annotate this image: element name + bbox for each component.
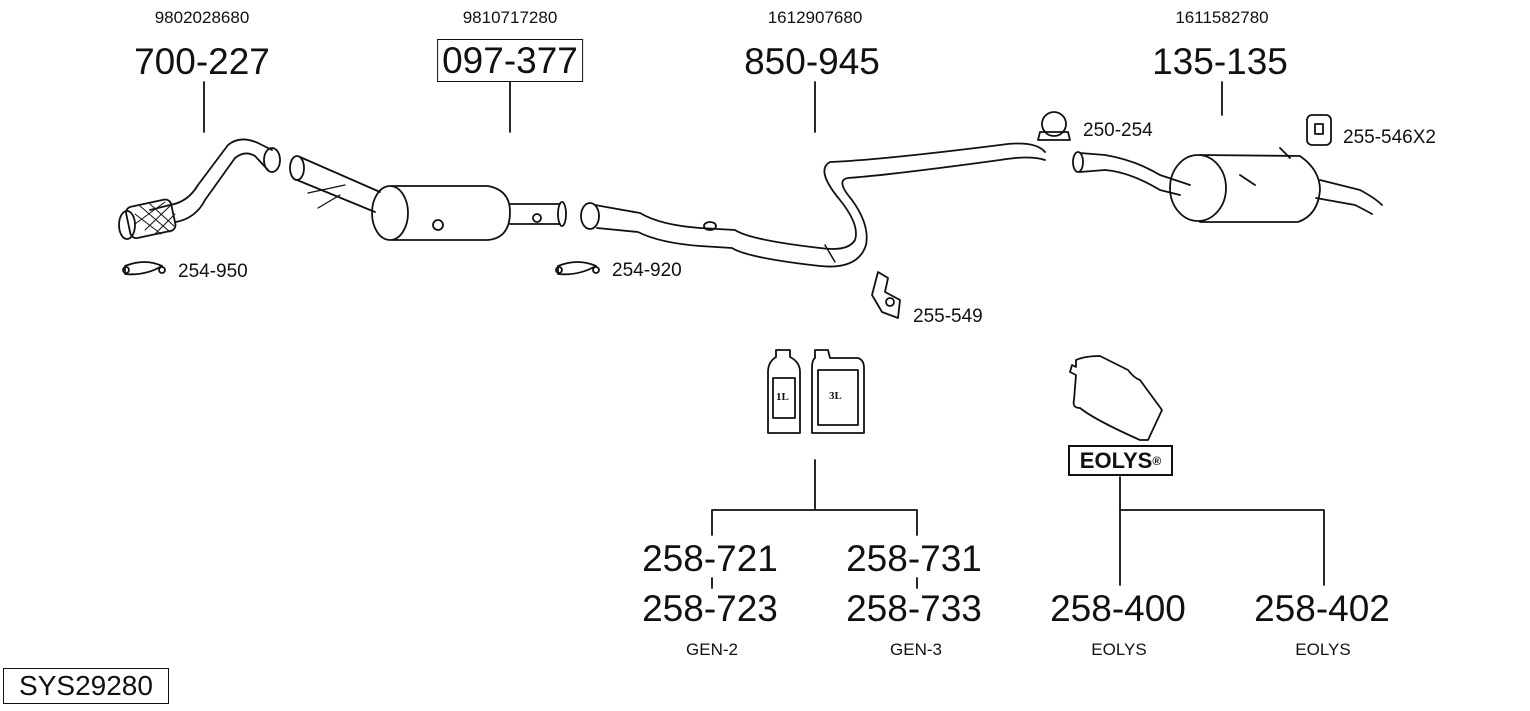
hanger-255-549-icon <box>871 271 901 319</box>
fluid-label-gen3: GEN-3 <box>890 640 942 659</box>
oem-number: 1611582780 <box>1175 8 1269 27</box>
accessory-254-950[interactable]: 254-950 <box>178 261 248 282</box>
clamp-254-920-icon <box>555 261 600 276</box>
front-pipe-700-227[interactable] <box>118 138 281 240</box>
fluid-part-258-721[interactable]: 258-721 <box>642 538 778 579</box>
particulate-filter-097-377[interactable] <box>289 155 567 241</box>
fluid-part-258-731[interactable]: 258-731 <box>846 538 982 579</box>
eolys-logo: EOLYS® <box>1068 445 1173 476</box>
leader-lines <box>203 81 1325 589</box>
part-number-097-377[interactable]: 097-377 <box>437 39 583 82</box>
fluid-bottle-1l-icon <box>767 349 801 434</box>
accessory-254-920[interactable]: 254-920 <box>612 260 682 281</box>
part-number-700-227[interactable]: 700-227 <box>134 41 270 82</box>
oem-number: 9810717280 <box>462 8 558 27</box>
oem-number: 9802028680 <box>154 8 250 27</box>
fluid-label-gen2: GEN-2 <box>686 640 738 659</box>
fluid-canister-3l-icon <box>811 349 865 434</box>
accessory-250-254[interactable]: 250-254 <box>1083 120 1153 141</box>
hanger-255-546-icon <box>1306 114 1332 146</box>
eolys-label: EOLYS <box>1295 640 1351 659</box>
accessory-255-546x2[interactable]: 255-546X2 <box>1343 127 1436 148</box>
clamp-254-950-icon <box>122 261 166 276</box>
clamp-250-254-icon <box>1037 111 1071 141</box>
system-id: SYS29280 <box>3 668 169 704</box>
rear-silencer-135-135[interactable] <box>1072 147 1383 223</box>
eolys-part-258-402[interactable]: 258-402 <box>1254 588 1390 629</box>
eolys-logo-text: EOLYS <box>1079 447 1153 473</box>
bottle-label-3l: 3L <box>829 390 842 402</box>
part-number-850-945[interactable]: 850-945 <box>744 41 880 82</box>
eolys-part-258-400[interactable]: 258-400 <box>1050 588 1186 629</box>
middle-pipe-850-945[interactable] <box>580 142 1046 268</box>
part-number-135-135[interactable]: 135-135 <box>1152 41 1288 82</box>
fluid-part-258-723[interactable]: 258-723 <box>642 588 778 629</box>
accessory-255-549[interactable]: 255-549 <box>913 306 983 327</box>
eolys-tank-icon <box>1069 355 1163 441</box>
bottle-label-1l: 1L <box>776 391 789 403</box>
fluid-part-258-733[interactable]: 258-733 <box>846 588 982 629</box>
registered-mark: ® <box>1152 453 1162 468</box>
oem-number: 1612907680 <box>767 8 863 27</box>
eolys-label: EOLYS <box>1091 640 1147 659</box>
